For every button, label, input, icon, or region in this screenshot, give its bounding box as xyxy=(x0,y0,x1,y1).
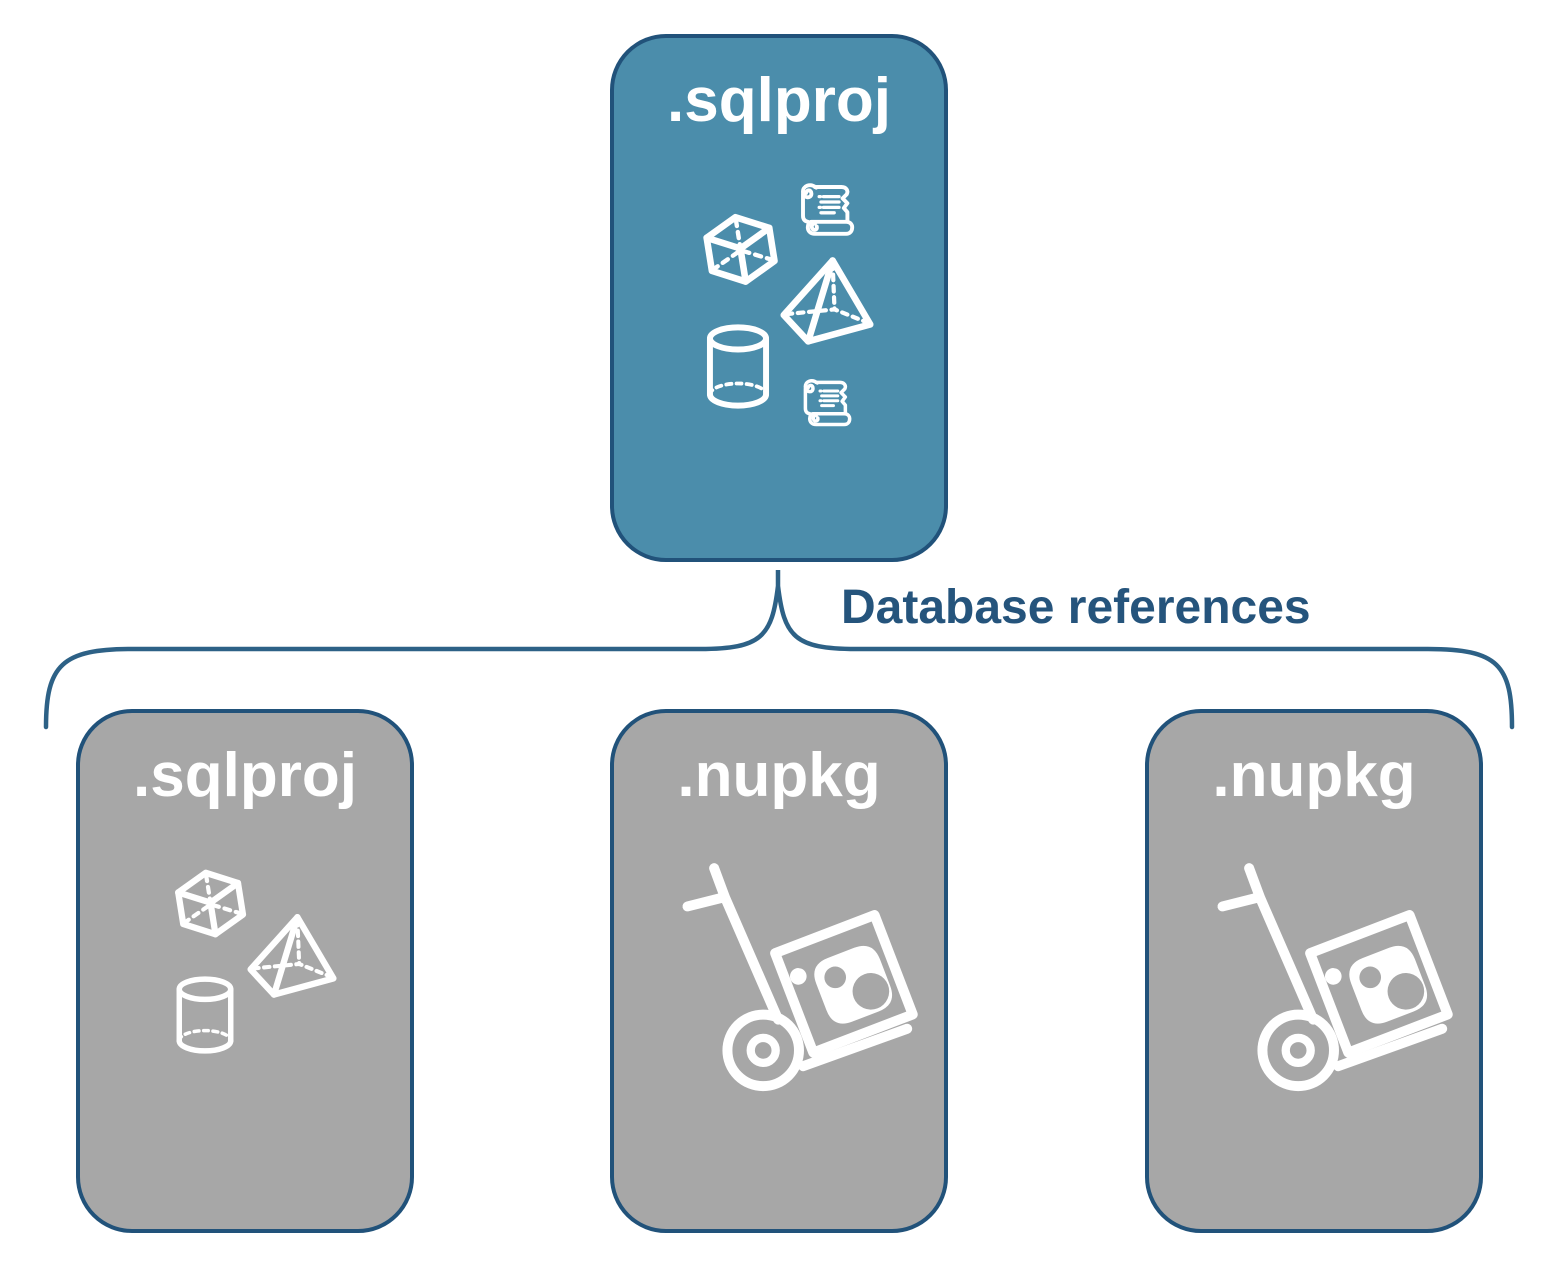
connector-label: Database references xyxy=(841,581,1311,634)
child-box-title: .nupkg xyxy=(1212,741,1416,810)
sql-script-icon xyxy=(803,378,852,427)
brace-connector xyxy=(43,570,1515,730)
cylinder-icon xyxy=(179,979,230,1051)
pyramid-icon xyxy=(251,917,334,994)
nuget-package-dolly-icon xyxy=(687,868,912,1086)
child-box-nupkg-1: .nupkg xyxy=(610,709,948,1233)
sql-script-icon xyxy=(801,183,855,236)
nuget-package-dolly-icon xyxy=(669,859,919,1092)
cylinder-icon xyxy=(710,327,766,405)
sqlproj-contents-icons xyxy=(169,864,341,1054)
root-box-sqlproj: .sqlproj xyxy=(610,34,948,562)
pyramid-icon xyxy=(784,261,870,342)
child-box-title: .sqlproj xyxy=(133,741,357,810)
cube-icon xyxy=(704,212,777,286)
child-box-nupkg-2: .nupkg xyxy=(1145,709,1483,1233)
nuget-package-dolly-icon xyxy=(1222,868,1447,1086)
cube-icon xyxy=(176,868,245,939)
child-box-title: .nupkg xyxy=(677,741,881,810)
nuget-package-dolly-icon xyxy=(1204,859,1454,1092)
child-box-sqlproj: .sqlproj xyxy=(76,709,414,1233)
sqlproj-contents-icons xyxy=(697,183,877,427)
root-box-title: .sqlproj xyxy=(667,66,891,135)
